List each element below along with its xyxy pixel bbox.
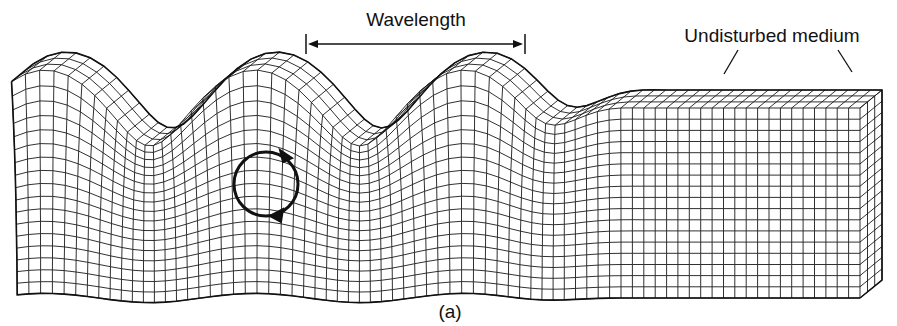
bracket-tick	[524, 34, 526, 54]
region-label: Undisturbed medium	[684, 26, 859, 47]
block-outline	[12, 64, 34, 82]
mesh-block	[12, 52, 883, 303]
arrow-head	[513, 40, 523, 48]
leader-line	[724, 50, 738, 74]
arrow-head	[280, 150, 292, 162]
mesh-grid	[12, 52, 883, 303]
block-outline	[34, 52, 883, 298]
arrow-head	[270, 209, 283, 222]
particle-orbit	[234, 150, 298, 222]
bracket-tick	[305, 34, 307, 54]
dimension-line	[310, 43, 521, 45]
leader-line	[838, 50, 852, 72]
orbit-circle	[234, 152, 298, 216]
arrow-head	[308, 40, 318, 48]
dimension-label: Wavelength	[366, 10, 466, 31]
figure-caption: (a)	[438, 302, 461, 323]
block-outline	[12, 82, 861, 303]
